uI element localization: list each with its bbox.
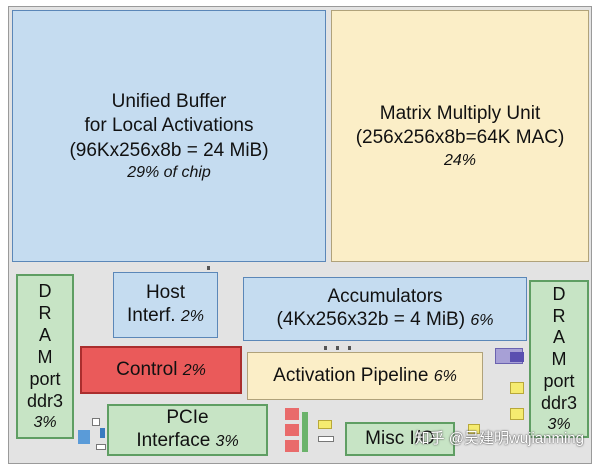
control-label: Control [116,358,178,380]
cell-block [318,436,334,442]
control-line: Control 2% [116,359,206,382]
dram-left-letter: M [37,346,53,367]
cell-block [318,420,332,429]
tick-mark [207,266,210,270]
yellow-cell-block [510,382,524,394]
host-interface-abbrev: Interf. [127,305,176,326]
matrix-unit-percent: 24% [443,151,477,169]
tick-mark [324,346,327,350]
accumulators-line2: (4Kx256x32b = 4 MiB) 6% [277,309,494,332]
accumulators-title: Accumulators [327,286,443,308]
blue-cell-block [78,430,90,444]
host-interface-line2: Interf. 2% [127,305,204,328]
dram-right-percent: 3% [547,416,571,434]
watermark-text: 知乎 @吴建明wujianming [414,430,584,447]
matrix-multiply-unit-block: Matrix Multiply Unit (256x256x8b=64K MAC… [331,10,589,262]
matrix-unit-title: Matrix Multiply Unit [379,103,541,125]
dram-port-right-block: D R A M port ddr3 3% [529,280,589,438]
accumulators-block: Accumulators (4Kx256x32b = 4 MiB) 6% [243,277,527,341]
activation-pipeline-line: Activation Pipeline 6% [273,365,457,388]
pcie-line2: Interface 3% [136,430,238,453]
unified-buffer-block: Unified Buffer for Local Activations (96… [12,10,326,262]
dram-left-letter: D [38,281,52,302]
dram-right-port: port [543,371,575,392]
matrix-unit-size: (256x256x8b=64K MAC) [355,127,565,149]
yellow-cell-block [510,408,524,420]
misc-io-label: Misc I/O [365,427,435,449]
purple-cell-block [510,352,524,362]
host-interface-title: Host [145,282,186,304]
host-interface-percent: 2% [180,308,204,325]
red-cell-block [285,440,299,452]
unified-buffer-title: Unified Buffer [111,90,227,112]
dram-port-left-block: D R A M port ddr3 3% [16,274,74,439]
blue-cell-block [100,428,105,438]
dram-right-type: ddr3 [540,393,578,414]
pcie-interface-block: PCIe Interface 3% [107,404,268,456]
activation-pipeline-block: Activation Pipeline 6% [247,352,483,400]
red-cell-block [285,424,299,436]
control-percent: 2% [182,361,206,379]
pcie-label: Interface [136,430,211,451]
tick-mark [348,346,351,350]
dram-left-letter: A [38,324,51,345]
dram-right-letter: R [552,305,566,326]
activation-pipeline-percent: 6% [433,367,457,385]
green-cell-block [302,412,308,452]
pcie-percent: 3% [215,433,239,450]
dram-left-port: port [29,368,61,389]
host-interface-block: Host Interf. 2% [113,272,218,338]
tick-mark [336,346,339,350]
accumulators-percent: 6% [470,312,494,329]
control-block: Control 2% [80,346,242,394]
dram-left-letter: R [38,303,52,323]
blue-cell-block [92,418,100,426]
dram-left-type: ddr3 [26,390,64,411]
dram-right-letter: D [552,283,566,304]
pcie-title: PCIe [166,407,209,429]
misc-io-block: Misc I/O [345,422,455,456]
cell-block [96,444,106,450]
unified-buffer-subtitle: for Local Activations [84,115,254,137]
dram-right-letter: M [551,349,567,370]
yellow-cell-block [468,424,480,434]
dram-left-percent: 3% [33,413,57,431]
dram-right-letter: A [552,327,565,348]
accumulators-size: (4Kx256x32b = 4 MiB) [276,309,466,330]
unified-buffer-size: (96Kx256x8b = 24 MiB) [69,139,269,161]
unified-buffer-percent: 29% of chip [127,163,211,181]
activation-pipeline-label: Activation Pipeline [273,364,429,386]
red-cell-block [285,408,299,420]
